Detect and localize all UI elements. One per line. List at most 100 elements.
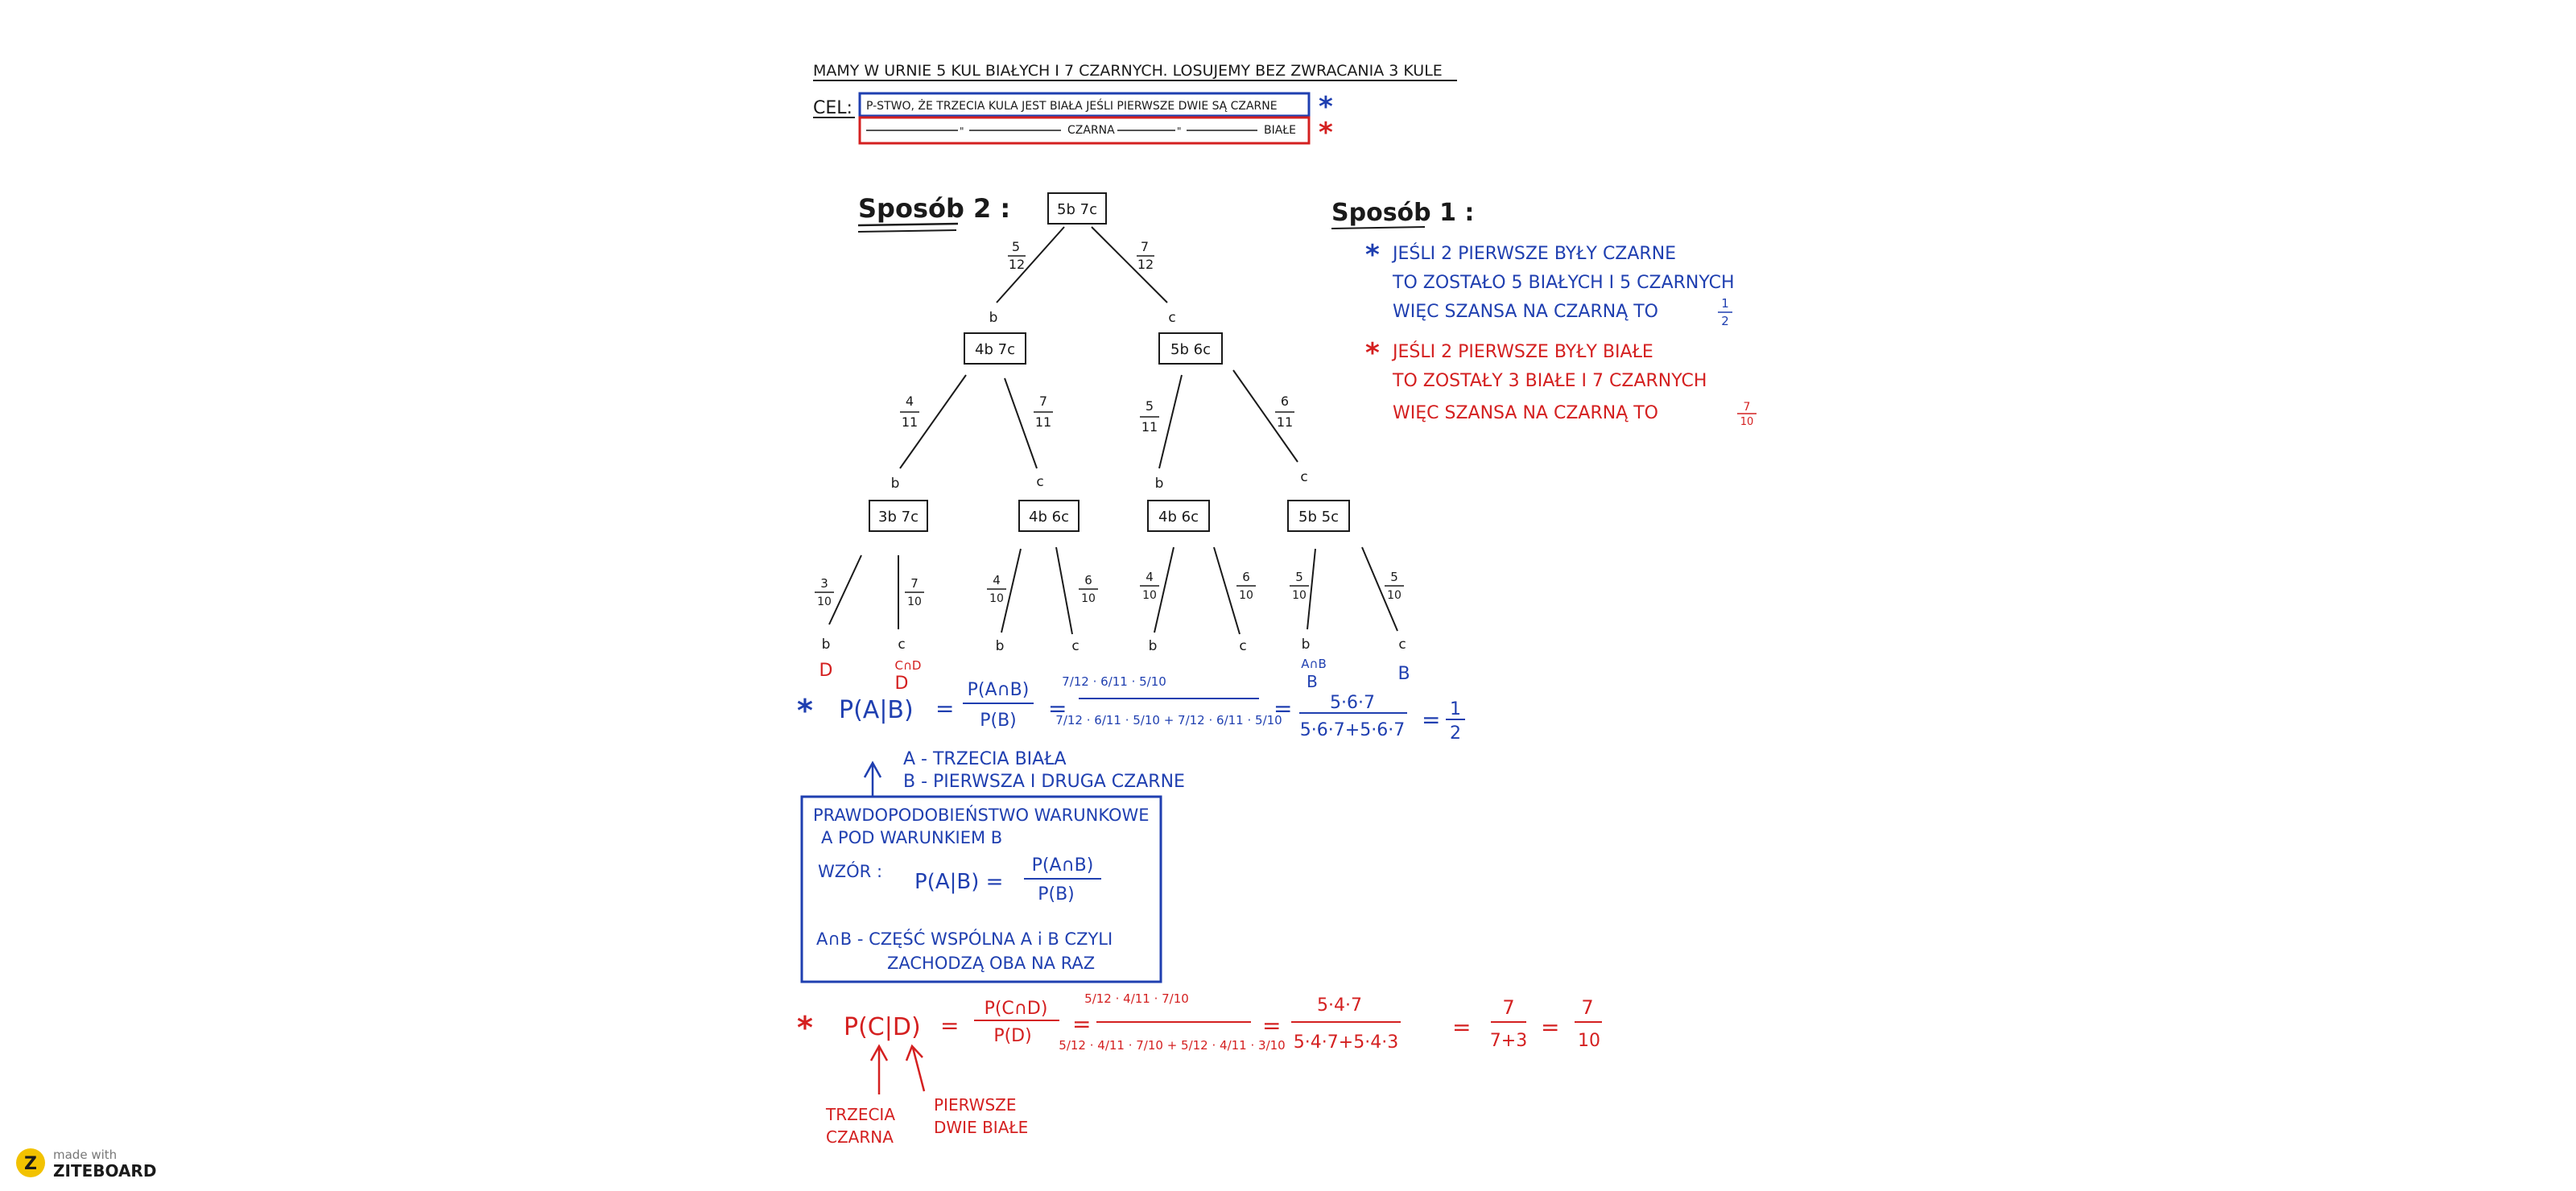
definition-formula-num: P(A∩B) (1032, 855, 1094, 876)
tree-node-root (1047, 192, 1107, 225)
formula-red-star: * (797, 1010, 813, 1045)
tree-edge (1091, 226, 1168, 303)
note-d-line1: PIERWSZE (934, 1095, 1017, 1115)
formula-blue-mid-num: 5·6·7 (1330, 693, 1375, 713)
goal-blue-text: P-STWO, ŻE TRZECIA KULA JEST BIAŁA JEŚLI… (866, 98, 1278, 113)
branch-label: c (1168, 310, 1175, 326)
event-mark-cd: C∩D (894, 658, 921, 673)
goal-blue-star: * (1319, 91, 1333, 123)
method1-red-frac-den: 10 (1740, 416, 1754, 428)
method1-blue-line: TO ZOSTAŁO 5 BIAŁYCH I 5 CZARNYCH (1392, 273, 1735, 293)
edge-prob-den: 12 (1137, 257, 1154, 272)
tree-node-label: 4b 7c (975, 341, 1015, 358)
event-mark-d: D (895, 674, 909, 694)
formula-red-s-den: 7+3 (1490, 1031, 1527, 1051)
leaf-label: b (996, 638, 1005, 654)
tree-edge (1213, 546, 1241, 635)
formula-red-big-den: 5/12 · 4/11 · 7/10 + 5/12 · 4/11 · 3/10 (1059, 1038, 1285, 1053)
formula-red-eq: = (1072, 1011, 1091, 1037)
tree-edge (1158, 374, 1183, 469)
ziteboard-watermark: Z made with ZITEBOARD (14, 1143, 192, 1183)
formula-red-def-num: P(C∩D) (985, 999, 1048, 1019)
method1-blue-star: * (1365, 239, 1380, 271)
legend-b: B - PIERWSZA I DRUGA CZARNE (903, 772, 1185, 792)
edge-prob-num: 5 (1390, 570, 1398, 584)
note-c-line2: CZARNA (826, 1127, 894, 1147)
event-mark-ab: A∩B (1301, 657, 1327, 671)
branch-label: b (1155, 476, 1164, 492)
goal-red-box (858, 116, 1311, 145)
leaf-label: b (822, 637, 831, 653)
formula-blue-def-num: P(A∩B) (968, 680, 1030, 700)
edge-prob-num: 7 (910, 576, 919, 591)
tree-edge (1154, 546, 1174, 633)
formula-red-mid-num: 5·4·7 (1317, 995, 1362, 1016)
tree-edge (1004, 377, 1038, 469)
ditto-mark: " (1177, 126, 1182, 137)
tree-node-root-label: 5b 7c (1057, 201, 1097, 218)
watermark-line2: ZITEBOARD (53, 1161, 156, 1181)
formula-red-eq: = (940, 1012, 959, 1039)
edge-prob-den: 10 (1387, 589, 1402, 602)
ditto-mark: " (960, 126, 964, 137)
formula-red-def-den: P(D) (993, 1026, 1031, 1046)
definition-formula-den: P(B) (1038, 884, 1075, 905)
formula-blue-big-num: 7/12 · 6/11 · 5/10 (1062, 674, 1166, 689)
formula-red-big-num: 5/12 · 4/11 · 7/10 (1084, 991, 1189, 1006)
ziteboard-logo-icon (16, 1148, 45, 1177)
method1-red-line: JEŚLI 2 PIERWSZE BYŁY BIAŁE (1391, 341, 1653, 362)
definition-line2: A POD WARUNKIEM B (821, 828, 1002, 847)
formula-red-eq: = (1262, 1012, 1281, 1039)
branch-label: b (891, 476, 900, 492)
edge-prob-num: 6 (1281, 394, 1289, 409)
tree-edge (899, 374, 967, 469)
formula-blue-eq: = (935, 695, 954, 722)
edge-prob-num: 4 (993, 573, 1001, 587)
tree-edge (1361, 546, 1398, 632)
method1-blue-frac-num: 1 (1721, 296, 1729, 311)
tree-edge (1307, 548, 1316, 630)
goal-red-star: * (1319, 117, 1333, 149)
goal-blue-box (858, 92, 1311, 117)
formula-red-res-num: 7 (1581, 996, 1593, 1019)
leaf-label: c (1239, 638, 1246, 654)
formula-blue-big-den: 7/12 · 6/11 · 5/10 + 7/12 · 6/11 · 5/10 (1055, 713, 1282, 727)
edge-prob-den: 11 (1277, 414, 1293, 430)
leaf-label: b (1149, 638, 1158, 654)
tree-edge (1055, 546, 1073, 635)
edge-prob-num: 4 (1146, 570, 1154, 584)
leaf-label: c (1398, 637, 1406, 653)
formula-red-mid-den: 5·4·7+5·4·3 (1294, 1032, 1398, 1053)
goal-red-white: BIAŁE (1264, 124, 1296, 137)
edge-prob-den: 12 (1009, 257, 1025, 272)
edge-prob-den: 10 (1239, 589, 1253, 602)
formula-blue-mid-den: 5·6·7+5·6·7 (1300, 720, 1405, 740)
problem-statement: MAMY W URNIE 5 KUL BIAŁYCH I 7 CZARNYCH.… (813, 62, 1443, 80)
method1-blue-frac-den: 2 (1721, 314, 1729, 328)
branch-label: b (989, 310, 998, 326)
formula-red-eq: = (1541, 1014, 1559, 1041)
tree-node-label: 5b 5c (1298, 509, 1339, 525)
tree-edge (1232, 369, 1298, 463)
formula-blue-star: * (797, 693, 813, 728)
definition-line4: ZACHODZĄ OBA NA RAZ (887, 954, 1095, 973)
ziteboard-logo-letter: Z (24, 1154, 37, 1174)
edge-prob-den: 10 (817, 596, 832, 608)
event-mark-b: B (1397, 664, 1410, 684)
tree-node (1018, 500, 1080, 532)
branch-label: c (1036, 474, 1043, 490)
tree-node (964, 332, 1026, 365)
note-arrow (911, 1047, 926, 1092)
edge-prob-num: 7 (1141, 239, 1149, 254)
edge-prob-num: 5 (1295, 570, 1303, 584)
method2-title: Sposób 2 : (858, 193, 1010, 224)
legend-a: A - TRZECIA BIAŁA (903, 749, 1067, 769)
tree-node (1158, 332, 1223, 365)
definition-formula-label: WZÓR : (818, 861, 882, 881)
formula-red-lhs: P(C|D) (844, 1013, 921, 1041)
tree-node (869, 500, 928, 532)
edge-prob-num: 5 (1146, 398, 1154, 414)
watermark-line1: made with (53, 1148, 117, 1162)
method1-blue-line: JEŚLI 2 PIERWSZE BYŁY CZARNE (1391, 243, 1676, 264)
definition-line1: PRAWDOPODOBIEŃSTWO WARUNKOWE (813, 805, 1150, 825)
